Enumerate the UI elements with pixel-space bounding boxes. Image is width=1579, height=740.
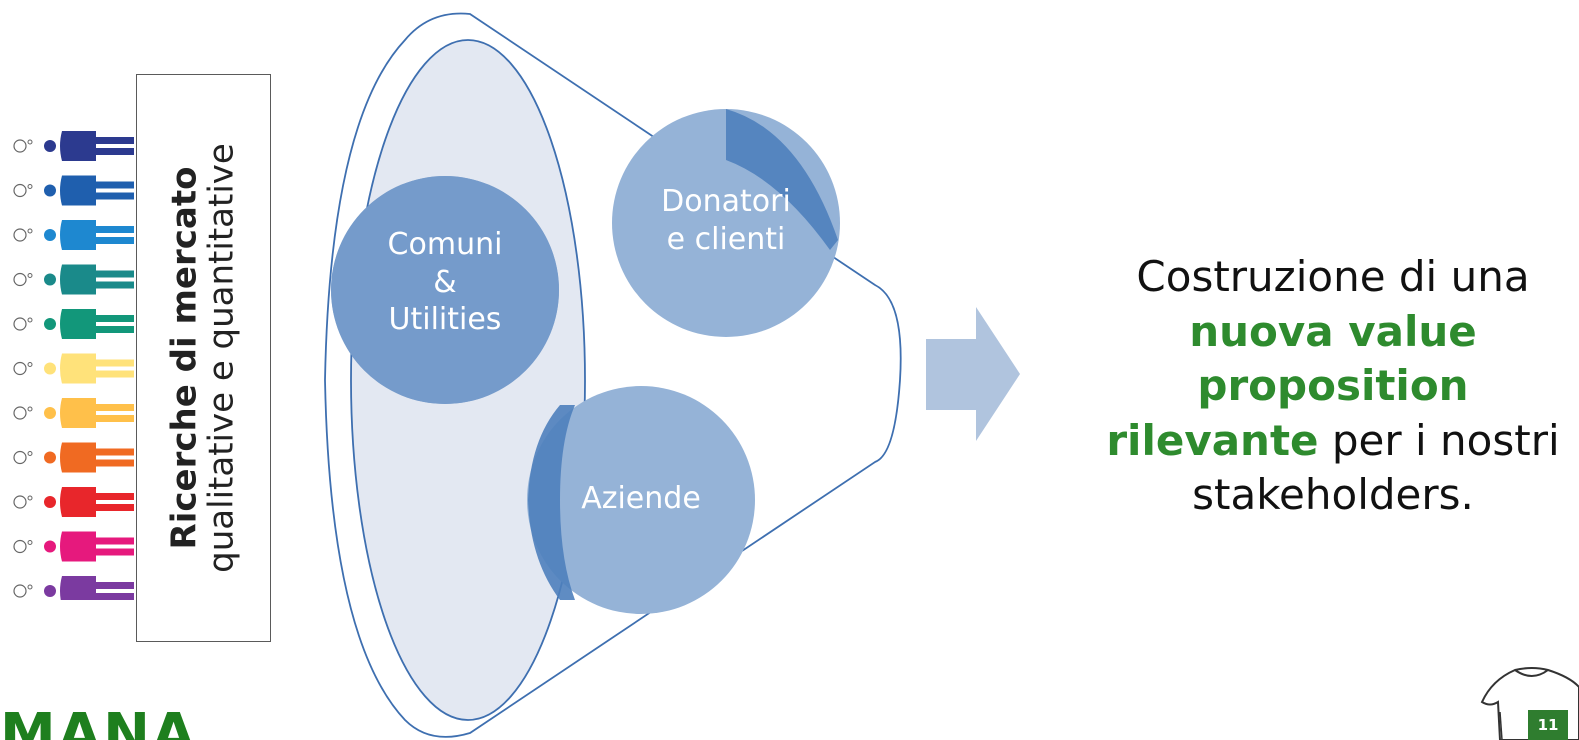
label-aziende: Aziende [551,480,731,518]
person-icon [13,264,134,295]
result-highlight-c: rilevante [1106,415,1319,465]
label-donatori: Donatori e clienti [636,183,816,258]
result-highlight-a: nuova value [1189,306,1477,356]
people-icons-column [13,131,134,600]
value-proposition-text: Costruzione di una nuova value propositi… [1098,250,1568,523]
person-icon [13,353,134,384]
right-arrow [926,307,1020,441]
market-research-box: Ricerche di mercato qualitative e quanti… [136,74,271,642]
market-research-subtitle: qualitative e quantitative [201,143,242,573]
person-icon [13,442,134,473]
label-donatori-line1: Donatori [661,184,791,219]
person-icon [13,487,134,517]
person-icon [13,576,134,600]
label-comuni-line1: Comuni [387,227,503,262]
label-aziende-line1: Aziende [581,481,701,516]
funnel-mouth-ellipse [350,39,586,721]
person-icon [13,398,134,428]
person-icon [13,309,134,339]
result-rest: per i nostri [1331,415,1560,465]
label-comuni-line3: Utilities [388,302,502,337]
funnel-outline [324,12,902,738]
person-icon [13,175,134,206]
result-highlight-b: proposition [1197,361,1469,411]
label-comuni-line2: & [433,264,457,300]
market-research-title: Ricerche di mercato [164,166,205,550]
page-number-badge: 11 [1528,710,1568,740]
person-icon [13,531,134,562]
logo-text: MANA [0,703,198,740]
person-icon [13,220,134,250]
result-line-last: stakeholders. [1192,470,1474,520]
label-donatori-line2: e clienti [666,221,786,257]
result-line1: Costruzione di una [1136,252,1530,301]
person-icon [13,131,134,161]
label-comuni: Comuni & Utilities [355,226,535,339]
